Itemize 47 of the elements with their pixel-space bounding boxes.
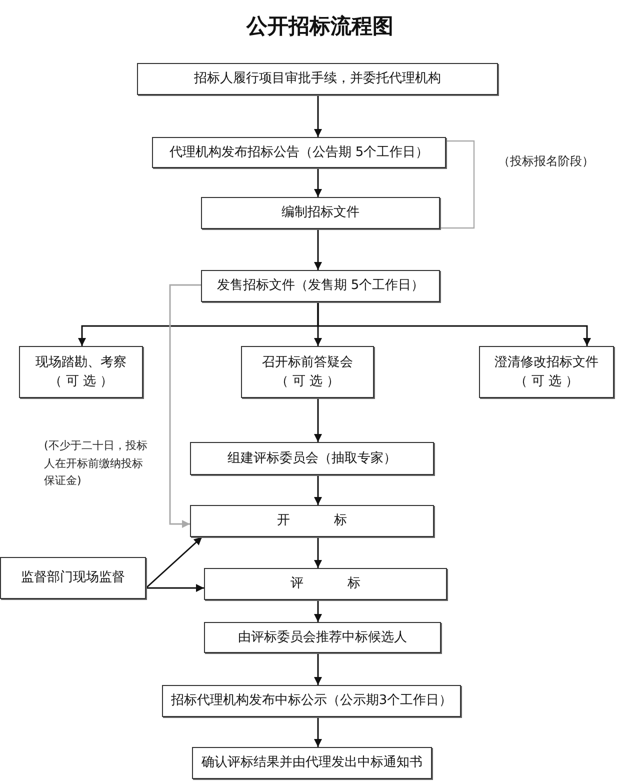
phase-note: （投标报名阶段） [498,153,595,170]
arrow [314,600,322,622]
process-box [190,505,434,537]
box-text: 确认评标结果并由代理发出中标通知书 [202,754,422,772]
arrow [314,229,322,270]
box-text: 招标人履行项目审批手续，并委托代理机构 [194,70,441,88]
deposit-note: (不少于二十日，投标人在开标前缴纳投标保证金) [44,438,148,490]
box-text: 由评标委员会推荐中标候选人 [238,628,407,647]
arrow [169,284,201,528]
box-text: 招标代理机构发布中标公示（公示期3个工作日） [170,692,452,710]
box-text: 召开标前答疑会 [262,354,353,372]
arrow [146,584,204,592]
box-text: 编制招标文件 [282,204,360,222]
process-box [137,63,498,95]
box-text: 代理机构发布招标公告（公告期 5个工作日） [169,144,429,162]
box-text: 澄清修改招标文件 [494,354,598,372]
box-text: （ 可 选 ） [275,373,340,391]
process-box [201,197,440,229]
process-box [192,747,432,779]
process-box [162,685,461,717]
box-text: 发售招标文件（发售期 5个工作日） [216,277,424,296]
process-box [19,346,143,398]
process-box [190,442,434,475]
box-text: 监督部门现场监督 [21,569,125,588]
arrow [146,536,202,589]
process-box [241,346,374,398]
process-box [152,137,446,168]
arrow [314,398,322,442]
arrow [314,717,322,747]
box-text: 评 标 [290,575,361,594]
box-text: 现场踏勘、考察 [36,354,126,372]
process-box [479,346,614,398]
box-text: （ 可 选 ） [514,373,579,391]
box-text: 开 标 [276,512,348,530]
process-box [204,568,447,600]
arrow [314,537,322,568]
arrow [314,653,322,685]
box-text: （ 可 选 ） [48,373,114,391]
arrow [314,168,322,197]
box-text: 组建评标委员会（抽取专家） [228,450,396,468]
arrow [314,95,322,137]
diagram-title: 公开招标流程图 [246,14,394,38]
process-box [204,622,441,653]
process-box [0,557,146,599]
arrow [317,302,591,346]
arrow [314,475,322,505]
process-box [201,270,440,302]
